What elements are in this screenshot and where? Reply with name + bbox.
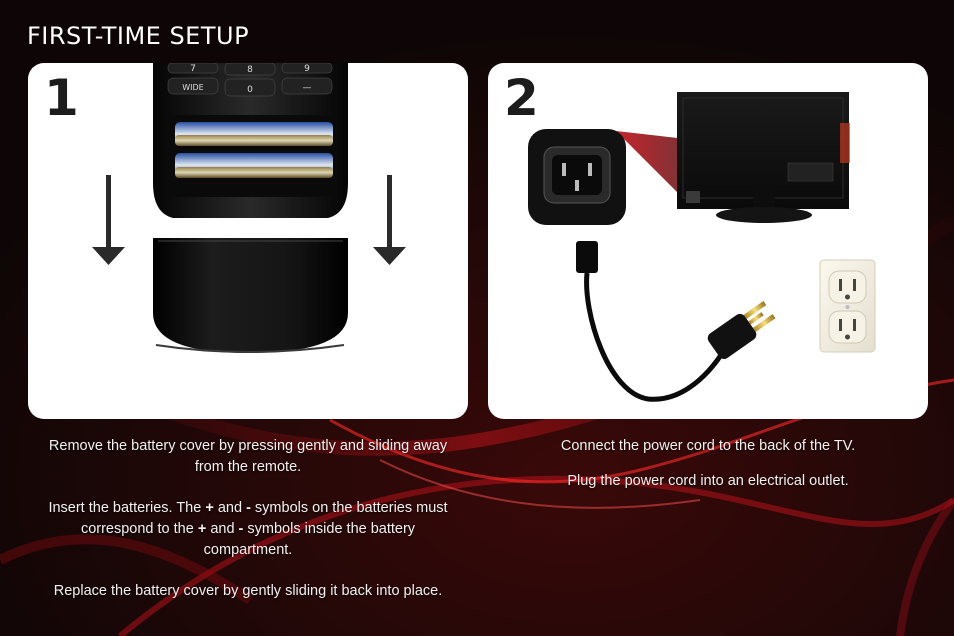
remote-key-label: 7	[190, 64, 196, 74]
step-1-text-replace-cover: Replace the battery cover by gently slid…	[53, 583, 443, 599]
plus-symbol: +	[197, 521, 207, 537]
power-inlet-pin	[575, 180, 579, 191]
step-1-instructions: Remove the battery cover by pressing gen…	[36, 436, 460, 622]
minus-symbol: -	[246, 500, 251, 516]
instruction-fragment: and	[206, 521, 239, 537]
remote-battery-illustration: 7 8 9 WIDE 0 —	[92, 63, 406, 353]
remote-key	[281, 63, 333, 74]
instruction-fragment: symbols on the batteries must correspond…	[80, 500, 448, 537]
step-1-text-remove-cover: Remove the battery cover by pressing gen…	[48, 438, 448, 475]
tv-ports	[787, 162, 834, 182]
remote-key	[224, 78, 276, 97]
power-cord	[584, 272, 731, 402]
tv-stand-base	[716, 207, 812, 223]
tv-side-panel	[840, 123, 850, 163]
instruction-fragment: symbols inside the battery compartment.	[203, 521, 416, 558]
arrow-down-right-icon	[373, 175, 406, 265]
remote-key-label: 0	[247, 85, 253, 95]
outlet-screw	[845, 305, 850, 309]
instruction-fragment: and	[213, 500, 247, 516]
power-cord-illustration	[528, 92, 876, 402]
remote-key	[167, 63, 219, 74]
outlet-socket-top	[828, 270, 867, 304]
step-1-number: 1	[44, 69, 79, 127]
tv-power-inlet	[686, 191, 700, 203]
remote-key-label: —	[303, 83, 312, 93]
step-2-text-connect-cord: Connect the power cord to the back of th…	[560, 438, 856, 454]
battery-top-gold-band	[175, 135, 333, 146]
zoom-beam	[616, 131, 692, 204]
step-2-number: 2	[504, 69, 539, 127]
remote-key-label: 8	[247, 65, 253, 75]
tv-stand-neck	[753, 189, 775, 209]
remote-key-label: 9	[304, 64, 310, 74]
remote-key	[224, 63, 276, 76]
battery-bottom-gold-band	[175, 167, 333, 178]
step-1-text-insert-batteries: Insert the batteries. The + and - symbol…	[36, 498, 460, 561]
power-inlet-pin	[562, 163, 566, 176]
step-2-panel: 2	[488, 63, 928, 419]
minus-symbol: -	[238, 521, 244, 537]
step-2-instructions: Connect the power cord to the back of th…	[498, 436, 918, 506]
outlet-socket-bottom	[828, 310, 867, 344]
battery-cover-rim	[155, 344, 345, 353]
plus-symbol: +	[205, 500, 214, 516]
remote-key-label: WIDE	[182, 83, 203, 92]
power-plug	[707, 301, 776, 359]
remote-key	[281, 77, 333, 95]
arrow-down-left-icon	[92, 175, 125, 265]
power-inlet-pin	[588, 163, 592, 176]
battery-cover	[153, 238, 348, 353]
step-2-text-plug-outlet: Plug the power cord into an electrical o…	[567, 473, 849, 489]
instruction-fragment: Insert the batteries. The	[48, 500, 206, 516]
page-title: FIRST-TIME SETUP	[27, 22, 250, 50]
cord-connector	[576, 241, 598, 273]
remote-key	[167, 77, 219, 95]
step-1-panel: 7 8 9 WIDE 0 — 1	[28, 63, 468, 419]
